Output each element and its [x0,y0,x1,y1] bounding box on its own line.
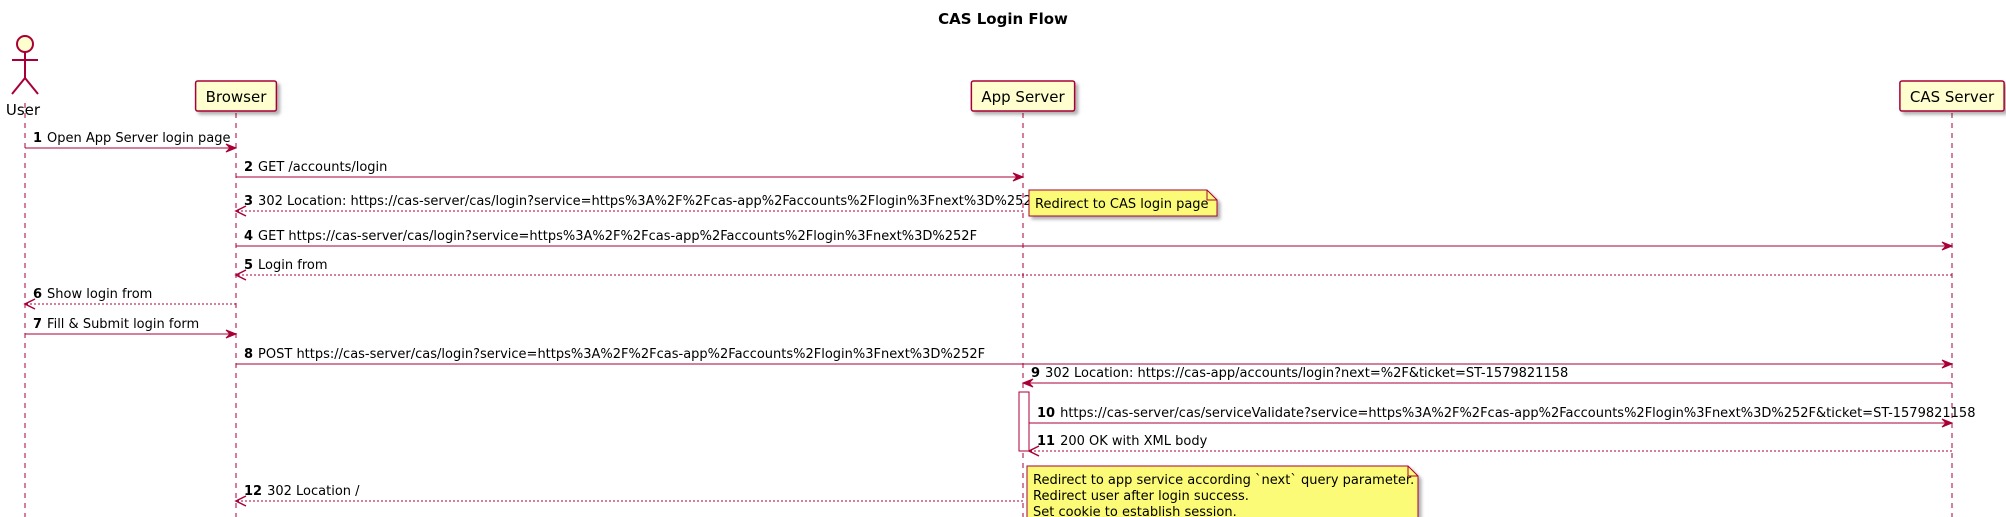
participant-box [194,80,278,112]
note-box [1026,465,1419,517]
message-text: Fill & Submit login form [47,317,199,332]
message-12: 12 302 Location / [234,484,1023,507]
message-number: 6 [33,287,42,302]
message-text: GET /accounts/login [258,160,387,175]
activation-bar [1018,391,1030,452]
message-text: 302 Location / [267,484,360,499]
message-1: 1 Open App Server login page [25,131,238,153]
actor-head [16,35,34,53]
arrowhead [234,269,247,281]
note-fold [1206,190,1217,201]
message-number: 2 [244,160,253,175]
actor-label: User [6,101,41,119]
message-text: Show login from [47,287,152,302]
message-number: 8 [244,347,253,362]
note-fold [1407,466,1418,477]
note-line: Redirect to CAS login page [1035,197,1209,212]
arrowhead [1941,241,1954,251]
message-text: Open App Server login page [47,131,230,146]
message-text: 200 OK with XML body [1060,434,1208,449]
message-number: 9 [1031,366,1040,381]
note-line: Redirect user after login success. [1033,489,1249,504]
participant-label: Browser [206,88,268,106]
note-box [1028,189,1218,217]
note: Redirect to app service according `next`… [1026,465,1419,517]
message-number: 10 [1037,406,1055,421]
message-7: 7 Fill & Submit login form [25,317,238,339]
note-line: Redirect to app service according `next`… [1033,473,1414,488]
participant-box [970,80,1076,112]
arrowhead [1012,172,1025,182]
message-number: 12 [244,484,262,499]
message-text: https://cas-server/cas/serviceValidate?s… [1060,406,1975,421]
actor-user: User [6,35,41,119]
arrowhead [1027,445,1040,457]
participant-label: CAS Server [1910,88,1995,106]
message-text: POST https://cas-server/cas/login?servic… [258,347,985,362]
participant-app: App Server [970,80,1076,112]
arrowhead [23,298,36,310]
diagram-title: CAS Login Flow [938,10,1068,28]
participant-browser: Browser [194,80,278,112]
message-text: Login from [258,258,327,273]
message-number: 5 [244,258,253,273]
participant-label: App Server [981,88,1065,106]
arrowhead [1021,378,1034,388]
message-4: 4 GET https://cas-server/cas/login?servic… [236,229,1954,251]
message-text: 302 Location: https://cas-app/accounts/l… [1045,366,1568,381]
message-5: 5 Login from [234,258,1952,281]
arrowhead [1941,418,1954,428]
message-text: 302 Location: https://cas-server/cas/log… [258,194,1039,209]
message-10: 10 https://cas-server/cas/serviceValidate… [1029,406,1975,428]
arrowhead [234,495,247,507]
arrowhead [234,205,247,217]
message-number: 1 [33,131,42,146]
message-number: 7 [33,317,42,332]
message-number: 3 [244,194,253,209]
message-number: 4 [244,229,253,244]
message-text: GET https://cas-server/cas/login?service… [258,229,977,244]
note-line: Set cookie to establish session. [1033,505,1237,517]
note: Redirect to CAS login page [1028,189,1218,217]
message-8: 8 POST https://cas-server/cas/login?servi… [236,347,1954,369]
arrowhead [225,329,238,339]
arrowhead [1941,359,1954,369]
participant-box [1899,80,2005,112]
message-3: 3 302 Location: https://cas-server/cas/lo… [234,194,1039,217]
message-6: 6 Show login from [23,287,236,310]
message-number: 11 [1037,434,1055,449]
message-2: 2 GET /accounts/login [236,160,1025,182]
participant-cas: CAS Server [1899,80,2005,112]
message-11: 11 200 OK with XML body [1027,434,1952,457]
message-9: 9 302 Location: https://cas-app/accounts/… [1021,366,1952,388]
arrowhead [225,143,238,153]
